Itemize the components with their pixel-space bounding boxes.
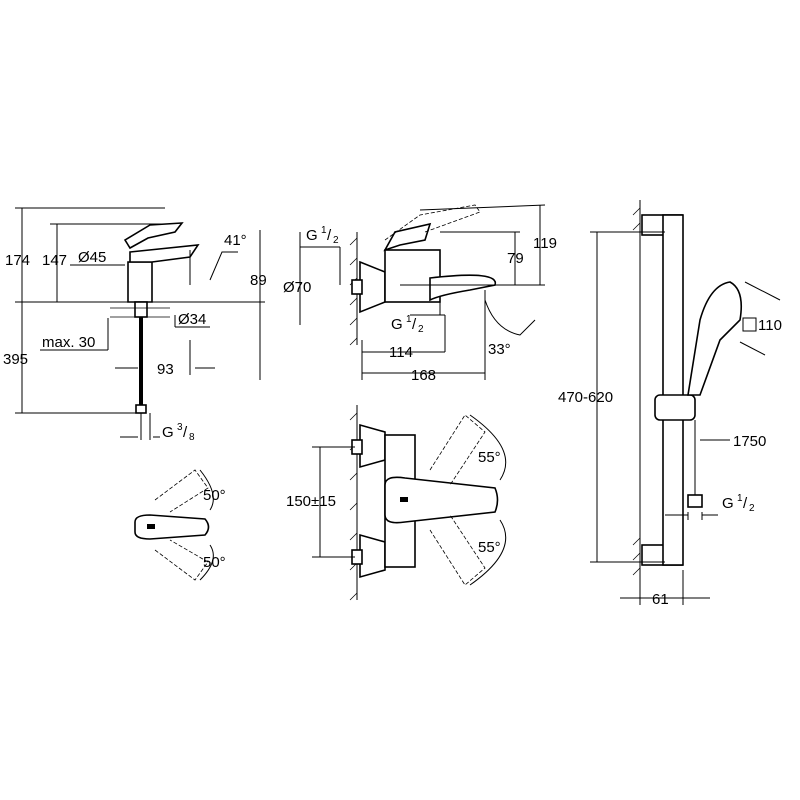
bath-total-height: 119 [533, 235, 557, 252]
basin-projection: 93 [157, 361, 174, 378]
svg-text:G: G [722, 495, 734, 512]
bath-spout-angle: 33° [488, 341, 511, 358]
svg-text:/: / [327, 227, 332, 244]
svg-text:3: 3 [177, 422, 183, 433]
shower-hose-length: 1750 [733, 433, 766, 450]
basin-max-thickness: max. 30 [42, 334, 95, 351]
basin-handle-angle-up: 50° [203, 487, 226, 504]
shower-rail-set [590, 200, 781, 605]
svg-text:G: G [162, 424, 174, 441]
basin-handle-angle-down: 50° [203, 554, 226, 571]
basin-mixer-side-view [15, 207, 265, 440]
bath-connection-top-label: G 1 / 2 [306, 225, 339, 246]
svg-text:G: G [306, 227, 318, 244]
basin-hose-length: 395 [3, 351, 28, 368]
basin-handle-top-view [134, 469, 214, 581]
shower-wall-distance: 61 [652, 591, 669, 608]
bath-escutcheon-diameter: Ø70 [283, 279, 311, 296]
shower-head-size: 110 [758, 317, 782, 334]
shower-connection-label: G 1 / 2 [722, 493, 755, 514]
svg-text:2: 2 [749, 503, 755, 514]
svg-text:/: / [183, 424, 188, 441]
bath-total-depth: 168 [411, 367, 436, 384]
basin-connection-label: G 3 / 8 [162, 422, 195, 443]
svg-text:/: / [412, 316, 417, 333]
bath-connection-bottom-label: G 1 / 2 [391, 314, 424, 335]
shower-rail-range: 470-620 [558, 389, 613, 406]
svg-text:G: G [391, 316, 403, 333]
svg-text:/: / [743, 495, 748, 512]
svg-text:8: 8 [189, 432, 195, 443]
svg-text:1: 1 [321, 225, 327, 236]
bath-centres: 150±15 [286, 493, 336, 510]
bath-mixer-side-view [299, 204, 546, 380]
svg-text:2: 2 [333, 235, 339, 246]
basin-body-diameter: Ø45 [78, 249, 106, 266]
bath-handle-angle-down: 55° [478, 539, 501, 556]
svg-text:1: 1 [406, 314, 412, 325]
basin-height-spout: 147 [42, 252, 67, 269]
basin-height-total: 174 [5, 252, 30, 269]
bath-mixer-front-view [312, 405, 507, 601]
bath-handle-angle-up: 55° [478, 449, 501, 466]
bath-spout-depth: 114 [389, 344, 413, 361]
basin-hole-diameter: Ø34 [178, 311, 206, 328]
svg-text:2: 2 [418, 324, 424, 335]
svg-text:1: 1 [737, 493, 743, 504]
basin-spout-angle: 41° [224, 232, 247, 249]
basin-spout-height: 89 [250, 272, 267, 289]
bath-body-height: 79 [507, 250, 524, 267]
